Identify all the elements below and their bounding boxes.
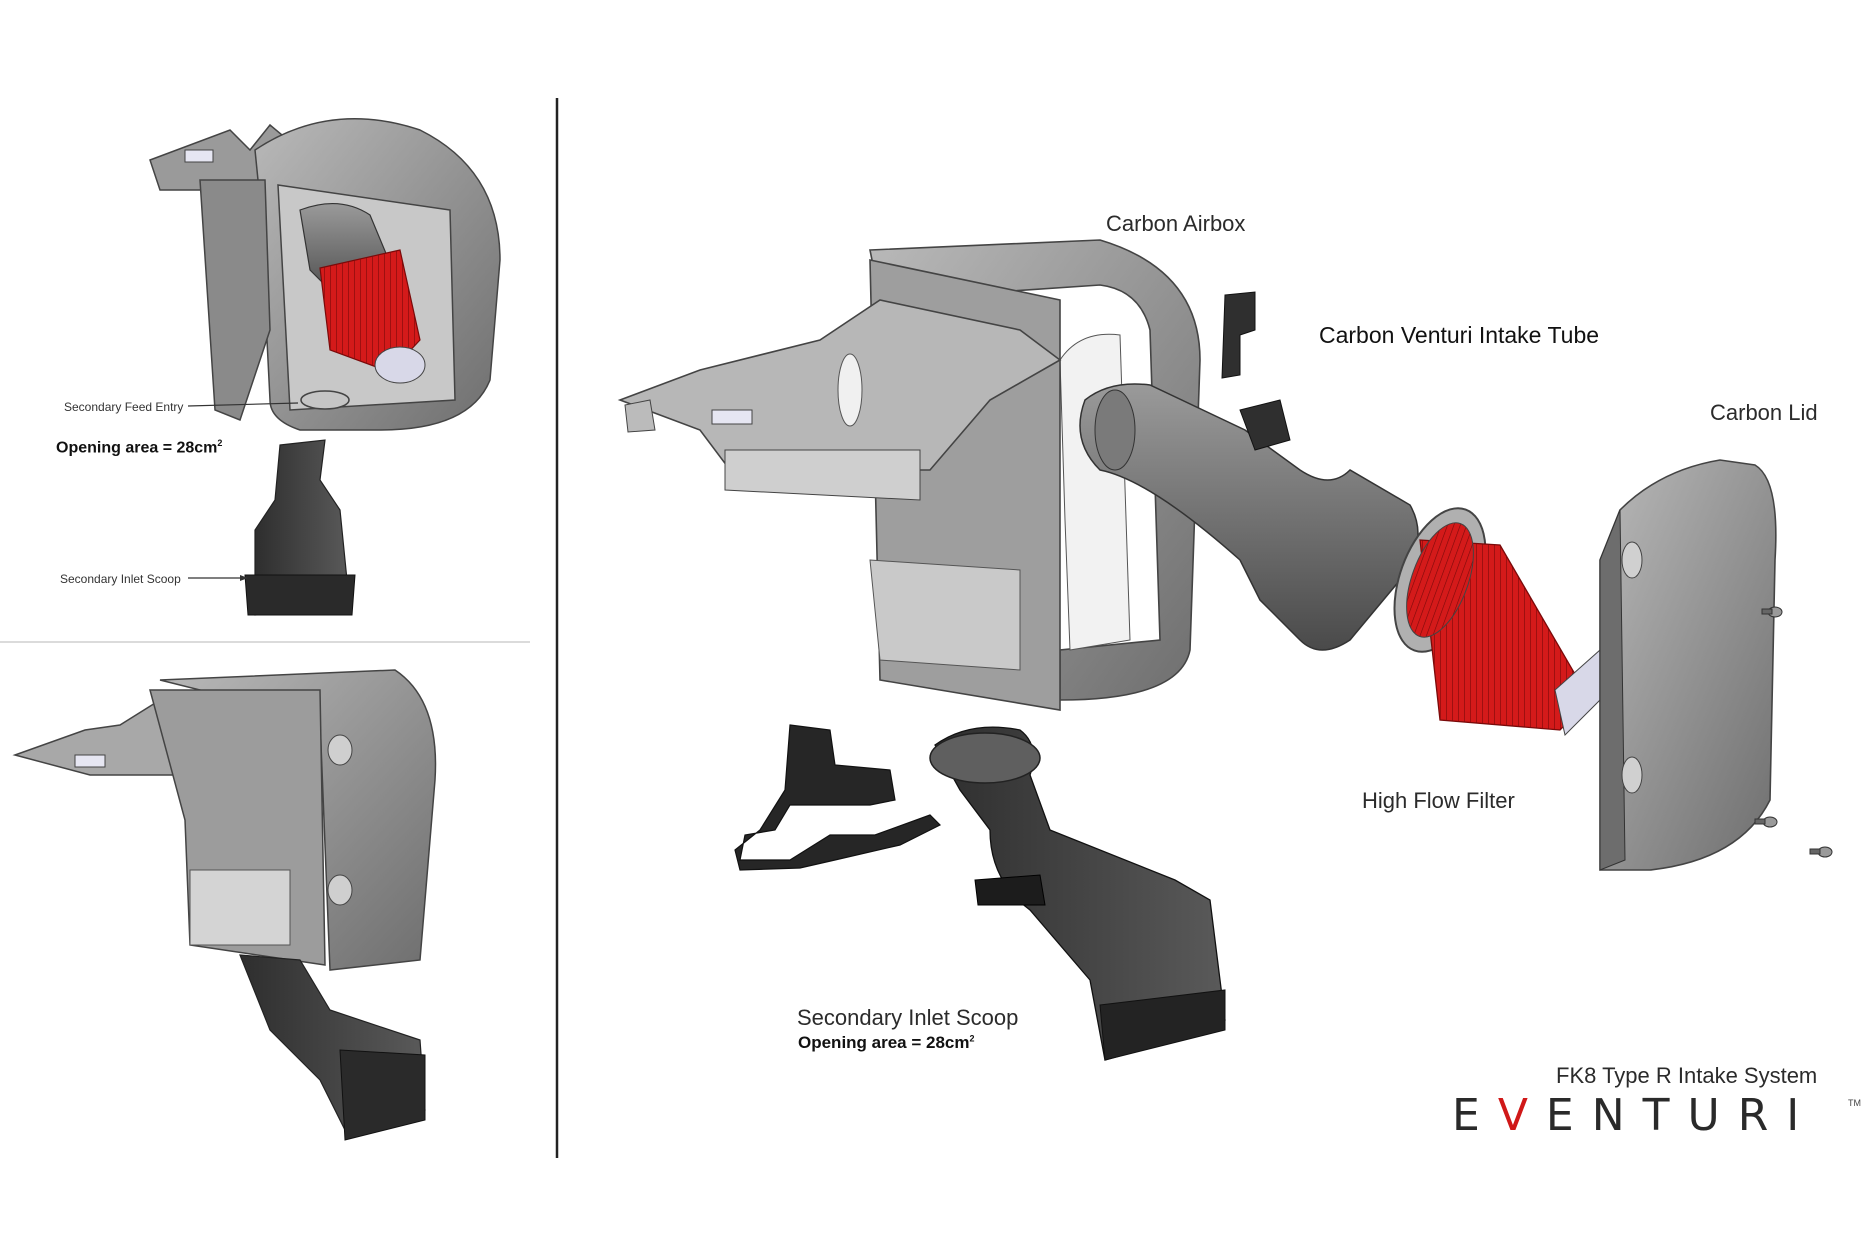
- opening-area-main-text: Opening area = 28cm: [798, 1033, 970, 1052]
- opening-area-left-text: Opening area = 28cm: [56, 439, 218, 457]
- top-left-airbox-illustration: [149, 118, 501, 616]
- feed-entry-leader: [187, 402, 299, 407]
- carbon-airbox-label: Carbon Airbox: [1106, 211, 1246, 236]
- logo-v: V: [1497, 1090, 1546, 1141]
- opening-area-main-sup: 2: [969, 1033, 975, 1044]
- logo-suffix: ENTURI: [1545, 1090, 1818, 1141]
- lid-screws: [1754, 606, 1833, 858]
- opening-area-main-label: Opening area = 28cm2: [798, 1033, 975, 1053]
- main-exploded-illustration: [617, 239, 1833, 1061]
- eventuri-logo: EVENTURI: [1452, 1090, 1817, 1141]
- logo-trademark: TM: [1848, 1098, 1861, 1108]
- carbon-lid-label: Carbon Lid: [1710, 400, 1818, 425]
- opening-area-left-label: Opening area = 28cm2: [56, 438, 222, 457]
- high-flow-filter-label: High Flow Filter: [1362, 788, 1515, 813]
- product-title: FK8 Type R Intake System: [1556, 1063, 1818, 1088]
- bottom-left-airbox-illustration: [12, 669, 437, 1141]
- secondary-inlet-scoop-small-label: Secondary Inlet Scoop: [60, 572, 181, 586]
- carbon-venturi-intake-tube-label: Carbon Venturi Intake Tube: [1319, 322, 1600, 348]
- secondary-feed-entry-label: Secondary Feed Entry: [64, 400, 184, 414]
- opening-area-left-sup: 2: [217, 438, 223, 448]
- secondary-inlet-scoop-label: Secondary Inlet Scoop: [797, 1005, 1019, 1030]
- logo-prefix: E: [1452, 1090, 1498, 1141]
